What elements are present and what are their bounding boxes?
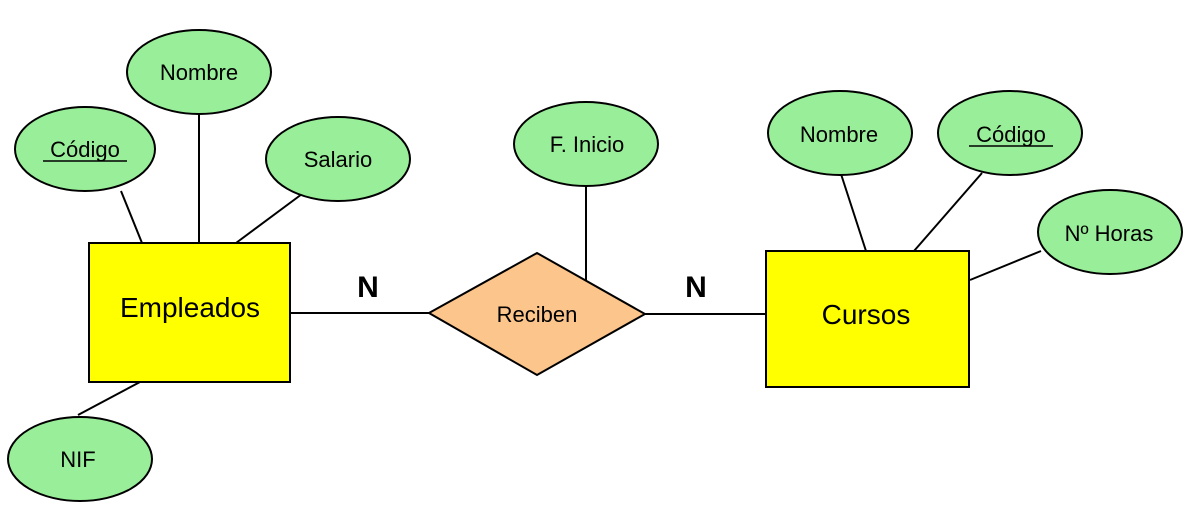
attribute-label: Salario: [304, 147, 372, 172]
attribute-label: F. Inicio: [550, 132, 625, 157]
edge-empleados-salario: [235, 193, 303, 244]
attribute-rel-finicio: F. Inicio: [513, 101, 659, 187]
attribute-emp-salario: Salario: [265, 116, 411, 202]
edge-cursos-horas: [969, 250, 1042, 281]
attribute-shape: [513, 101, 659, 187]
attribute-shape: [126, 29, 272, 115]
edge-empleados-codigo: [120, 190, 143, 244]
relationship-shape: [426, 251, 648, 377]
attribute-shape: [1037, 189, 1183, 275]
attribute-shape: [7, 416, 153, 502]
attribute-cur-nombre: Nombre: [767, 90, 913, 176]
attribute-shape: [767, 90, 913, 176]
cardinality-left: N: [357, 271, 379, 304]
edge-cursos-codigo: [913, 172, 983, 252]
attribute-shape: [265, 116, 411, 202]
attribute-label-primary-key: Código: [976, 122, 1046, 147]
entity-shape: [765, 250, 970, 388]
entity-label: Cursos: [822, 299, 911, 330]
attribute-cur-horas: Nº Horas: [1037, 189, 1183, 275]
attribute-shape: [14, 106, 156, 192]
entity-empleados: Empleados: [88, 242, 291, 383]
attribute-label-primary-key: Código: [50, 137, 120, 162]
attribute-label: Nombre: [800, 122, 878, 147]
attribute-shape: [937, 90, 1083, 176]
relationship-label: Reciben: [497, 302, 578, 327]
relationship-reciben: Reciben: [426, 251, 648, 377]
entity-cursos: Cursos: [765, 250, 970, 388]
attribute-cur-codigo: Código: [937, 90, 1083, 176]
edge-empleados-nif: [77, 381, 141, 416]
connectors: [77, 114, 1042, 416]
attribute-label: Nº Horas: [1065, 221, 1154, 246]
cardinality-right: N: [685, 271, 707, 304]
entity-shape: [88, 242, 291, 383]
entity-label: Empleados: [120, 292, 260, 323]
attribute-emp-codigo: Código: [14, 106, 156, 192]
attribute-emp-nombre: Nombre: [126, 29, 272, 115]
edge-cursos-nombre: [840, 173, 867, 252]
attribute-label: Nombre: [160, 60, 238, 85]
attribute-emp-nif: NIF: [7, 416, 153, 502]
attribute-label: NIF: [60, 447, 95, 472]
